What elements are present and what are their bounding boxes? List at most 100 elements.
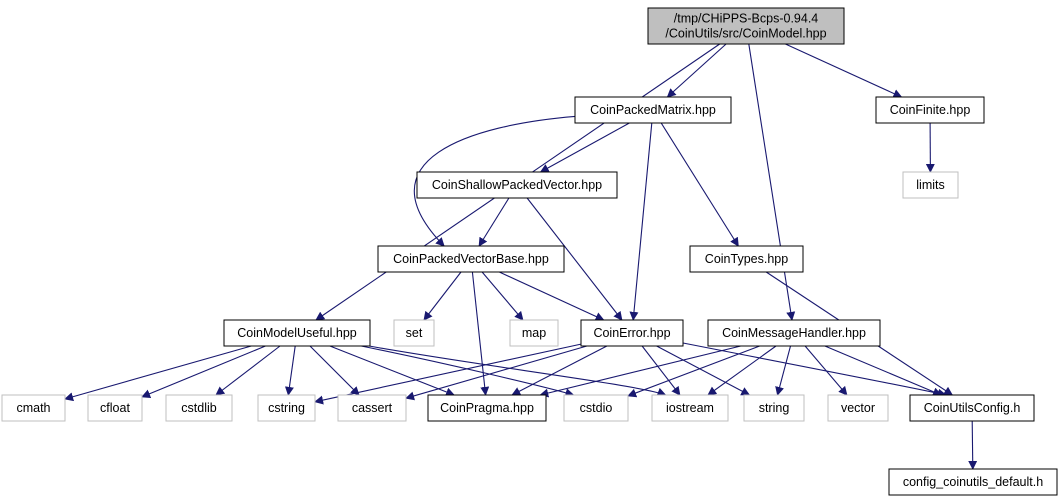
node-label: string [759, 401, 790, 415]
node-box [427, 394, 547, 422]
node-label: cstring [268, 401, 305, 415]
node-box [223, 319, 371, 347]
node-config_coinutils_default[interactable]: config_coinutils_default.h [888, 468, 1058, 496]
node-cmath: cmath [1, 394, 66, 422]
node-box [902, 171, 959, 199]
node-box [743, 394, 805, 422]
node-label: cassert [352, 401, 393, 415]
edge-coinmodeluseful-to-cstdio [361, 345, 575, 398]
node-label: CoinFinite.hpp [890, 103, 971, 117]
node-box [377, 245, 565, 273]
node-box [651, 394, 729, 422]
node-box [909, 394, 1035, 422]
node-label: CoinUtilsConfig.h [924, 401, 1021, 415]
node-label: map [522, 326, 546, 340]
node-cstdlib: cstdlib [165, 394, 233, 422]
node-label: set [406, 326, 423, 340]
node-box [165, 394, 233, 422]
edge-coinpackedvectorbase-to-map [481, 271, 524, 321]
edge-coinpackedmatrix-to-coinshallowpackedvector [539, 122, 630, 173]
node-label: /CoinUtils/src/CoinModel.hpp [665, 27, 826, 41]
edge-coinmessagehandler-to-iostream [707, 345, 777, 396]
edge-coinerror-to-cstring [314, 343, 582, 405]
node-label: cstdlib [181, 401, 216, 415]
edge-coinmodeluseful-to-cassert [309, 345, 360, 396]
node-label: cstdio [580, 401, 613, 415]
node-coinpackedmatrix[interactable]: CoinPackedMatrix.hpp [574, 96, 732, 124]
node-label: CoinMessageHandler.hpp [722, 326, 866, 340]
edge-coinmodeluseful-to-cfloat [141, 345, 266, 398]
edge-coinshallowpackedvector-to-coinpackedvectorbase [478, 197, 510, 247]
node-box [393, 319, 435, 347]
node-coinmessagehandler[interactable]: CoinMessageHandler.hpp [707, 319, 881, 347]
node-box [647, 7, 845, 45]
node-iostream: iostream [651, 394, 729, 422]
node-coinpragma[interactable]: CoinPragma.hpp [427, 394, 547, 422]
nodes-layer: /tmp/CHiPPS-Bcps-0.94.4/CoinUtils/src/Co… [1, 7, 1058, 496]
node-label: CoinPackedVectorBase.hpp [393, 252, 549, 266]
node-label: limits [916, 178, 944, 192]
node-coinutilsconfig[interactable]: CoinUtilsConfig.h [909, 394, 1035, 422]
node-box [580, 319, 684, 347]
edge-coinpackedmatrix-to-coinerror [629, 122, 653, 321]
node-box [574, 96, 732, 124]
edge-coinerror-to-iostream [641, 345, 681, 396]
node-box [337, 394, 407, 422]
node-label: CoinModelUseful.hpp [237, 326, 357, 340]
node-coinmodeluseful[interactable]: CoinModelUseful.hpp [223, 319, 371, 347]
edge-coinshallowpackedvector-to-coinerror [526, 197, 623, 321]
edges-layer [64, 43, 978, 470]
edge-coinpackedvectorbase-to-coinerror [499, 271, 605, 321]
node-label: CoinError.hpp [593, 326, 670, 340]
node-cstdio: cstdio [563, 394, 629, 422]
node-box [509, 319, 559, 347]
edge-coinmessagehandler-to-string [775, 345, 792, 396]
edge-coinutilsconfig-to-config_coinutils_default [968, 420, 978, 470]
edge-coinpackedmatrix-to-cointypes [660, 122, 739, 247]
node-coinerror[interactable]: CoinError.hpp [580, 319, 684, 347]
edge-coinmodeluseful-to-cstdlib [215, 345, 281, 396]
node-cstring: cstring [257, 394, 316, 422]
edge-coinmessagehandler-to-cstdio [627, 345, 760, 398]
node-label: CoinShallowPackedVector.hpp [432, 178, 602, 192]
node-box [875, 96, 985, 124]
node-label: iostream [666, 401, 714, 415]
edge-coinmodeluseful-to-coinpragma [329, 345, 455, 397]
node-box [257, 394, 316, 422]
node-coinshallowpackedvector[interactable]: CoinShallowPackedVector.hpp [416, 171, 618, 199]
node-cassert: cassert [337, 394, 407, 422]
node-box [689, 245, 804, 273]
node-string: string [743, 394, 805, 422]
node-label: /tmp/CHiPPS-Bcps-0.94.4 [674, 12, 819, 26]
node-box [827, 394, 889, 422]
node-label: config_coinutils_default.h [903, 475, 1043, 489]
edge-coinmodeluseful-to-cstring [284, 345, 296, 396]
node-box [563, 394, 629, 422]
node-box [1, 394, 66, 422]
node-root[interactable]: /tmp/CHiPPS-Bcps-0.94.4/CoinUtils/src/Co… [647, 7, 845, 45]
node-limits: limits [902, 171, 959, 199]
node-coinfinite[interactable]: CoinFinite.hpp [875, 96, 985, 124]
edge-coinmessagehandler-to-coinutilsconfig [824, 345, 942, 396]
node-label: CoinTypes.hpp [705, 252, 788, 266]
node-box [87, 394, 143, 422]
node-box [707, 319, 881, 347]
edge-coinmodeluseful-to-iostream [369, 345, 667, 397]
edge-coinerror-to-coinpragma [511, 345, 608, 396]
edge-coinpackedmatrix-to-coinpackedvectorbase [413, 115, 576, 247]
node-label: cmath [16, 401, 50, 415]
edge-coinpackedvectorbase-to-coinpragma [471, 271, 490, 396]
node-map: map [509, 319, 559, 347]
edge-coinmodeluseful-to-cmath [64, 345, 252, 402]
edge-coinmessagehandler-to-vector [804, 345, 848, 396]
edge-coinpackedvectorbase-to-set [423, 271, 462, 321]
node-label: CoinPragma.hpp [440, 401, 534, 415]
node-box [888, 468, 1058, 496]
edge-root-to-coinfinite [785, 43, 903, 98]
node-cointypes[interactable]: CoinTypes.hpp [689, 245, 804, 273]
node-label: cfloat [100, 401, 130, 415]
edge-coinmessagehandler-to-coinpragma [539, 345, 741, 398]
node-coinpackedvectorbase[interactable]: CoinPackedVectorBase.hpp [377, 245, 565, 273]
node-label: vector [841, 401, 875, 415]
